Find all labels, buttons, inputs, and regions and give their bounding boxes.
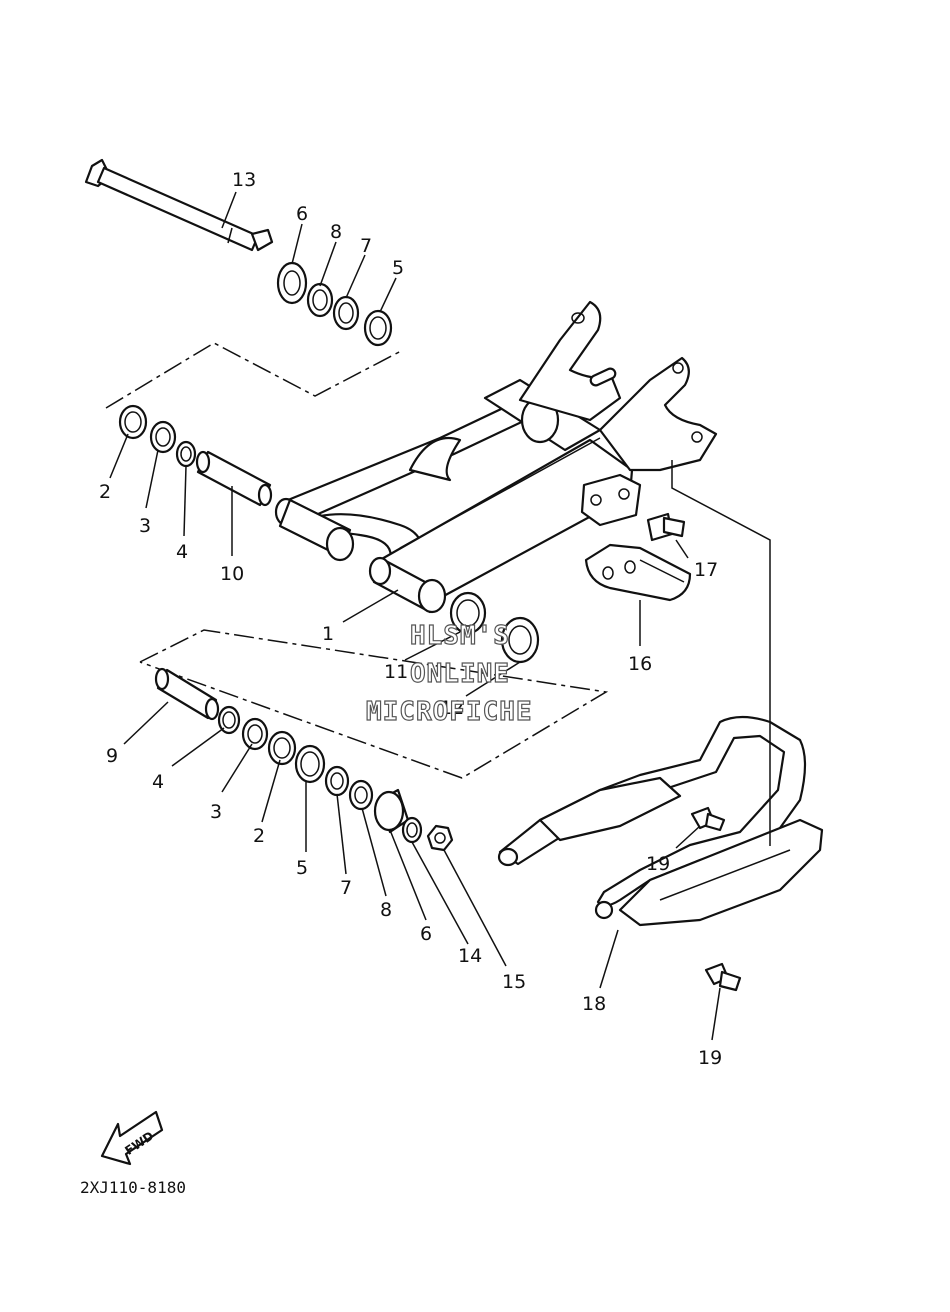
label-2-lower: 2 bbox=[253, 825, 265, 847]
guard-assembly-guide bbox=[671, 460, 771, 846]
label-6-upper: 6 bbox=[296, 203, 308, 225]
upper-washer-left bbox=[175, 440, 197, 468]
watermark-line-3: MICROFICHE bbox=[366, 697, 533, 727]
upper-washer bbox=[306, 282, 334, 318]
upper-collar bbox=[276, 261, 308, 305]
lower-bearing bbox=[267, 730, 297, 766]
pivot-shaft bbox=[84, 158, 274, 252]
upper-bearing bbox=[118, 404, 148, 440]
label-6-lower: 6 bbox=[420, 923, 432, 945]
label-3-lower: 3 bbox=[210, 801, 222, 823]
lower-collar bbox=[373, 788, 410, 834]
seal-11 bbox=[449, 591, 487, 635]
label-9: 9 bbox=[106, 745, 118, 767]
label-19-lower: 19 bbox=[698, 1047, 722, 1069]
label-19-upper: 19 bbox=[646, 853, 670, 875]
lower-washer bbox=[348, 779, 374, 811]
label-14: 14 bbox=[458, 945, 482, 967]
label-10: 10 bbox=[220, 563, 244, 585]
lower-washer-left bbox=[217, 705, 241, 735]
upper-oil-seal bbox=[363, 309, 393, 347]
upper-spacer bbox=[195, 450, 273, 507]
label-5-lower: 5 bbox=[296, 857, 308, 879]
lower-spacer bbox=[154, 667, 220, 721]
label-5-upper: 5 bbox=[392, 257, 404, 279]
label-8-upper: 8 bbox=[330, 221, 342, 243]
label-18: 18 bbox=[582, 993, 606, 1015]
upper-assembly-guide bbox=[105, 342, 404, 409]
label-4-upper: 4 bbox=[176, 541, 188, 563]
label-3-upper: 3 bbox=[139, 515, 151, 537]
chain-guide-bracket bbox=[580, 473, 642, 527]
bolt-19-upper bbox=[690, 806, 726, 832]
label-12: 12 bbox=[440, 697, 464, 719]
lower-oil-seal-left bbox=[241, 717, 269, 751]
lower-thrust-cover bbox=[324, 765, 350, 797]
label-17: 17 bbox=[694, 559, 718, 581]
upper-thrust-cover bbox=[332, 295, 360, 331]
label-2-upper: 2 bbox=[99, 481, 111, 503]
forward-arrow-icon: FWD bbox=[100, 1110, 164, 1166]
lower-assembly-guide bbox=[139, 629, 609, 779]
label-15: 15 bbox=[502, 971, 526, 993]
swingarm bbox=[274, 300, 718, 614]
watermark-line-1: HLSM'S bbox=[410, 621, 510, 651]
part-labels: 13 6 8 7 5 2 3 4 10 1 11 12 16 17 9 4 3 … bbox=[99, 169, 722, 1069]
nut-15 bbox=[426, 824, 454, 852]
watermark-line-2: ONLINE bbox=[410, 659, 510, 689]
label-7-upper: 7 bbox=[360, 235, 372, 257]
diagram-code: 2XJ110-8180 bbox=[80, 1178, 186, 1197]
label-13: 13 bbox=[232, 169, 256, 191]
washer-14 bbox=[401, 816, 423, 844]
chain-slider bbox=[584, 543, 692, 602]
leader-lines bbox=[109, 191, 721, 1041]
bolt-17 bbox=[646, 512, 686, 542]
label-7-lower: 7 bbox=[340, 877, 352, 899]
label-4-lower: 4 bbox=[152, 771, 164, 793]
watermark: HLSM'S ONLINE MICROFICHE bbox=[365, 620, 533, 727]
bearing-12 bbox=[500, 616, 540, 664]
label-8-lower: 8 bbox=[380, 899, 392, 921]
label-16: 16 bbox=[628, 653, 652, 675]
upper-oil-seal-left bbox=[149, 420, 177, 454]
bolt-19-lower bbox=[704, 962, 742, 992]
lower-oil-seal bbox=[294, 744, 326, 784]
rear-guard-frame bbox=[497, 715, 824, 927]
label-11: 11 bbox=[384, 661, 408, 683]
label-1: 1 bbox=[322, 623, 334, 645]
